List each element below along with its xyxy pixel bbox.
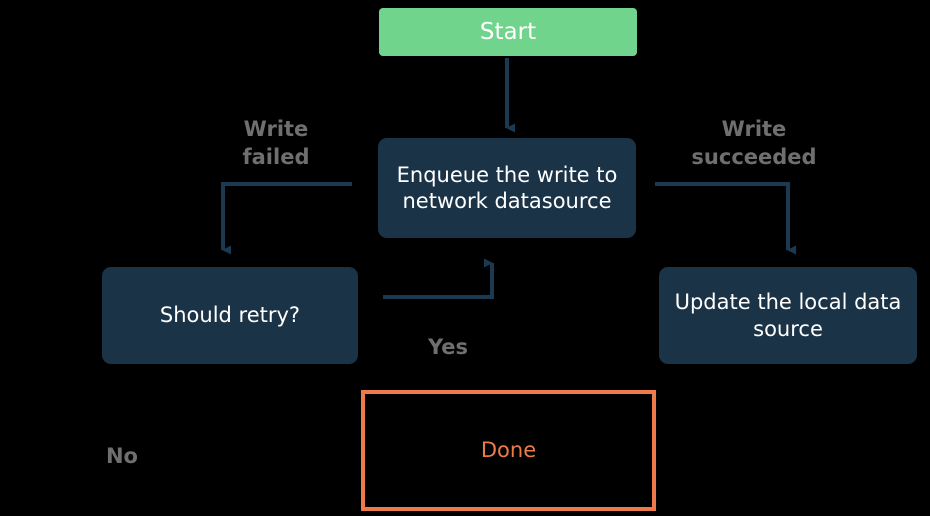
node-should-retry[interactable]: Should retry?	[102, 267, 358, 364]
node-done[interactable]: Done	[361, 390, 656, 511]
edge-enqueue-to-update	[655, 182, 796, 255]
node-update-local-data-source[interactable]: Update the local data source	[659, 267, 917, 364]
node-start[interactable]: Start	[379, 8, 637, 56]
node-enqueue-write[interactable]: Enqueue the write to network datasource	[378, 138, 636, 238]
edge-retry-to-enqueue	[383, 258, 494, 299]
edge-label-no: No	[105, 444, 138, 468]
edge-label-yes: Yes	[427, 335, 469, 359]
edge-label-write-succeeded: Write succeeded	[691, 117, 817, 170]
edge-label-write-failed: Write failed	[242, 117, 310, 170]
edge-enqueue-to-retry	[221, 182, 352, 255]
